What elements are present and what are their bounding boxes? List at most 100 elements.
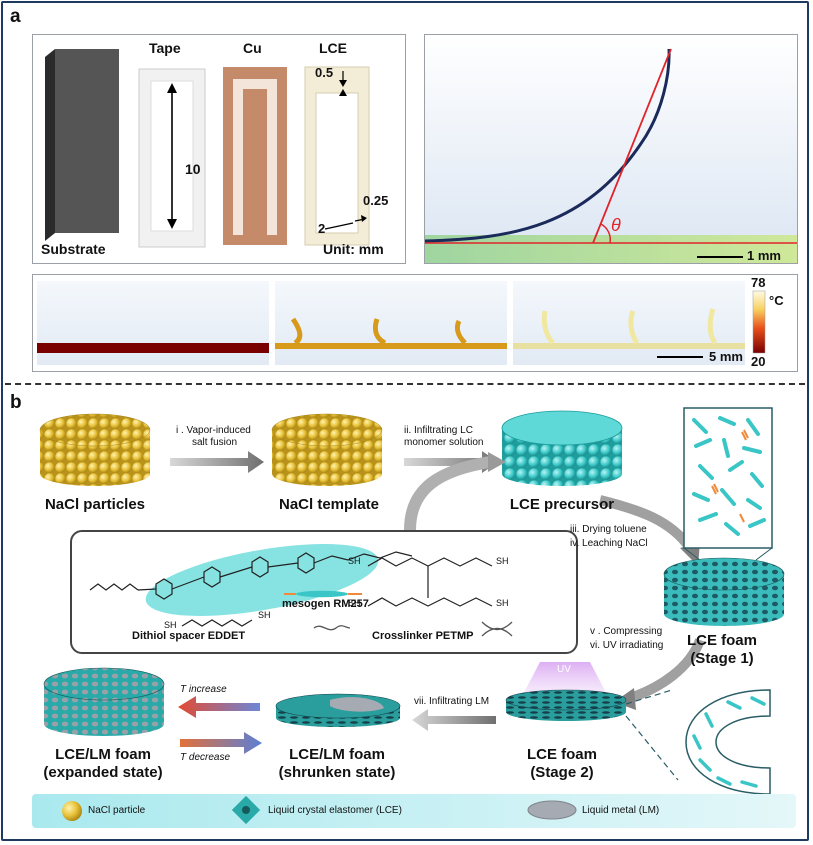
c-shape-mesogens: [692, 696, 766, 788]
label-dim-025: 0.25: [363, 193, 389, 208]
layer-schematic: Tape Cu LCE 0.5 10 0.25 2 Substrate Unit…: [32, 34, 406, 264]
nacl-template-cylinder: [271, 413, 383, 486]
arrow-step-2: [404, 451, 498, 473]
lce-foam-stage2: [505, 689, 627, 721]
eddet-structure: [181, 619, 253, 627]
lce-window: [315, 92, 359, 234]
flap-warm-1: [290, 317, 303, 346]
legend-lm-label: Liquid metal (LM): [582, 805, 660, 816]
sh-group-label: SH: [164, 620, 177, 630]
label-spacer: Dithiol spacer EDDET: [132, 630, 246, 642]
curved-arrowhead-icon: [488, 452, 506, 472]
curved-arrow-compress: [628, 638, 705, 703]
inset-connector: [755, 547, 773, 561]
step-7: vii. Infiltrating LM: [414, 696, 490, 707]
lce-precursor-cylinder: [501, 410, 623, 486]
scale-label-5mm: 5 mm: [709, 349, 743, 364]
label-t-decrease: T decrease: [180, 752, 231, 763]
step-2-line1: ii. Infiltrating LC: [404, 425, 473, 436]
arrow-step-7: [412, 709, 496, 731]
sh-group-label: SH: [348, 556, 361, 566]
label-tape: Tape: [149, 40, 181, 56]
label-dim-10: 10: [185, 161, 201, 177]
curved-arrow-monomer: [404, 456, 491, 531]
caption-lm-expanded: LCE/LM foam: [55, 746, 151, 763]
step-1-line1: i . Vapor-induced: [176, 425, 251, 436]
arrowhead-icon: [339, 89, 347, 96]
panel-a-label: a: [10, 6, 21, 27]
legend-lce-swatch: [231, 795, 261, 825]
bending-drawing: [425, 35, 797, 263]
arrow-t-increase: [178, 696, 260, 718]
substrate-plate: [55, 49, 119, 233]
caption-lce-foam-stage1-sub: (Stage 1): [690, 650, 754, 667]
thermal-frames: [37, 281, 766, 365]
strip-hot: [513, 343, 745, 349]
cu-slot: [233, 79, 277, 235]
caption-lce-foam-stage2: LCE foam: [526, 746, 597, 763]
uv-label: UV: [557, 664, 571, 675]
lce-foam-stage1: [663, 557, 785, 626]
bending-simulation: θ 1 mm: [424, 34, 798, 264]
step-5: v . Compressing: [590, 626, 663, 637]
legend-bar: [32, 794, 796, 828]
scale-label-1mm: 1 mm: [747, 248, 781, 263]
sh-group-label: SH: [496, 556, 509, 566]
petmp-structure: [367, 557, 493, 607]
arrowhead-down-icon: [167, 219, 177, 229]
chemistry-box: mesogen RM257 SH SH SH SH SH SH Dithiol …: [70, 530, 578, 654]
flap-hot-3: [707, 308, 718, 345]
flap-hot-1: [541, 310, 555, 345]
nacl-particles-cylinder: [39, 413, 151, 486]
chemistry-drawing: [89, 544, 513, 637]
zoom-connector: [625, 689, 673, 705]
caption-nacl-template: NaCl template: [278, 496, 380, 513]
inset-connector: [683, 547, 701, 561]
caption-lm-expanded-sub: (expanded state): [43, 764, 163, 781]
panel-divider: [5, 383, 805, 385]
mesogen-highlight: [145, 544, 379, 616]
colorbar-max: 78: [751, 275, 766, 290]
crosslinker-marks: [711, 429, 749, 523]
mesogen-network: [692, 416, 766, 536]
mesogen-icon: [284, 590, 362, 598]
rm257-structure: [89, 551, 413, 600]
legend-nacl-label: NaCl particle: [88, 805, 146, 816]
label-unit: Unit: mm: [323, 241, 384, 257]
temperature-colorbar: [752, 290, 766, 354]
label-dim-05: 0.5: [315, 65, 334, 80]
label-dim-2: 2: [318, 221, 326, 236]
label-lce: LCE: [319, 40, 347, 56]
spacer-icon: [313, 625, 351, 631]
flap-hot-2: [628, 310, 640, 345]
strip-warm: [275, 343, 507, 349]
caption-lm-shrunken-sub: (shrunken state): [278, 764, 396, 781]
caption-lce-foam-stage2-sub: (Stage 2): [530, 764, 594, 781]
arrow-t-decrease: [180, 732, 262, 754]
caption-lm-shrunken: LCE/LM foam: [289, 746, 385, 763]
legend-lce-label: Liquid crystal elastomer (LCE): [268, 805, 402, 816]
substrate-side: [45, 49, 55, 241]
sh-group-label: SH: [496, 598, 509, 608]
angle-arc: [600, 223, 612, 244]
bent-lce-strip: [425, 48, 671, 243]
lm-foam-shrunken: [275, 693, 401, 727]
dim-2-arrow: [324, 222, 354, 230]
legend-lm-swatch: [527, 800, 577, 820]
flap-warm-3: [454, 319, 467, 345]
caption-nacl-particles: NaCl particles: [44, 496, 146, 513]
zoom-connector: [625, 715, 679, 781]
sh-group-label: SH: [258, 610, 271, 620]
flap-warm-2: [372, 318, 387, 346]
lm-foam-expanded: [43, 667, 165, 736]
step-4: iv. Leaching NaCl: [570, 538, 648, 549]
panel-b-label: b: [10, 392, 22, 413]
crosslinker-icon: [481, 621, 513, 637]
label-mesogen: mesogen RM257: [282, 598, 369, 610]
colorbar-min: 20: [751, 354, 766, 369]
arrowhead-icon: [339, 80, 347, 87]
caption-lce-precursor: LCE precursor: [509, 496, 615, 513]
colorbar-unit: °C: [769, 293, 784, 308]
